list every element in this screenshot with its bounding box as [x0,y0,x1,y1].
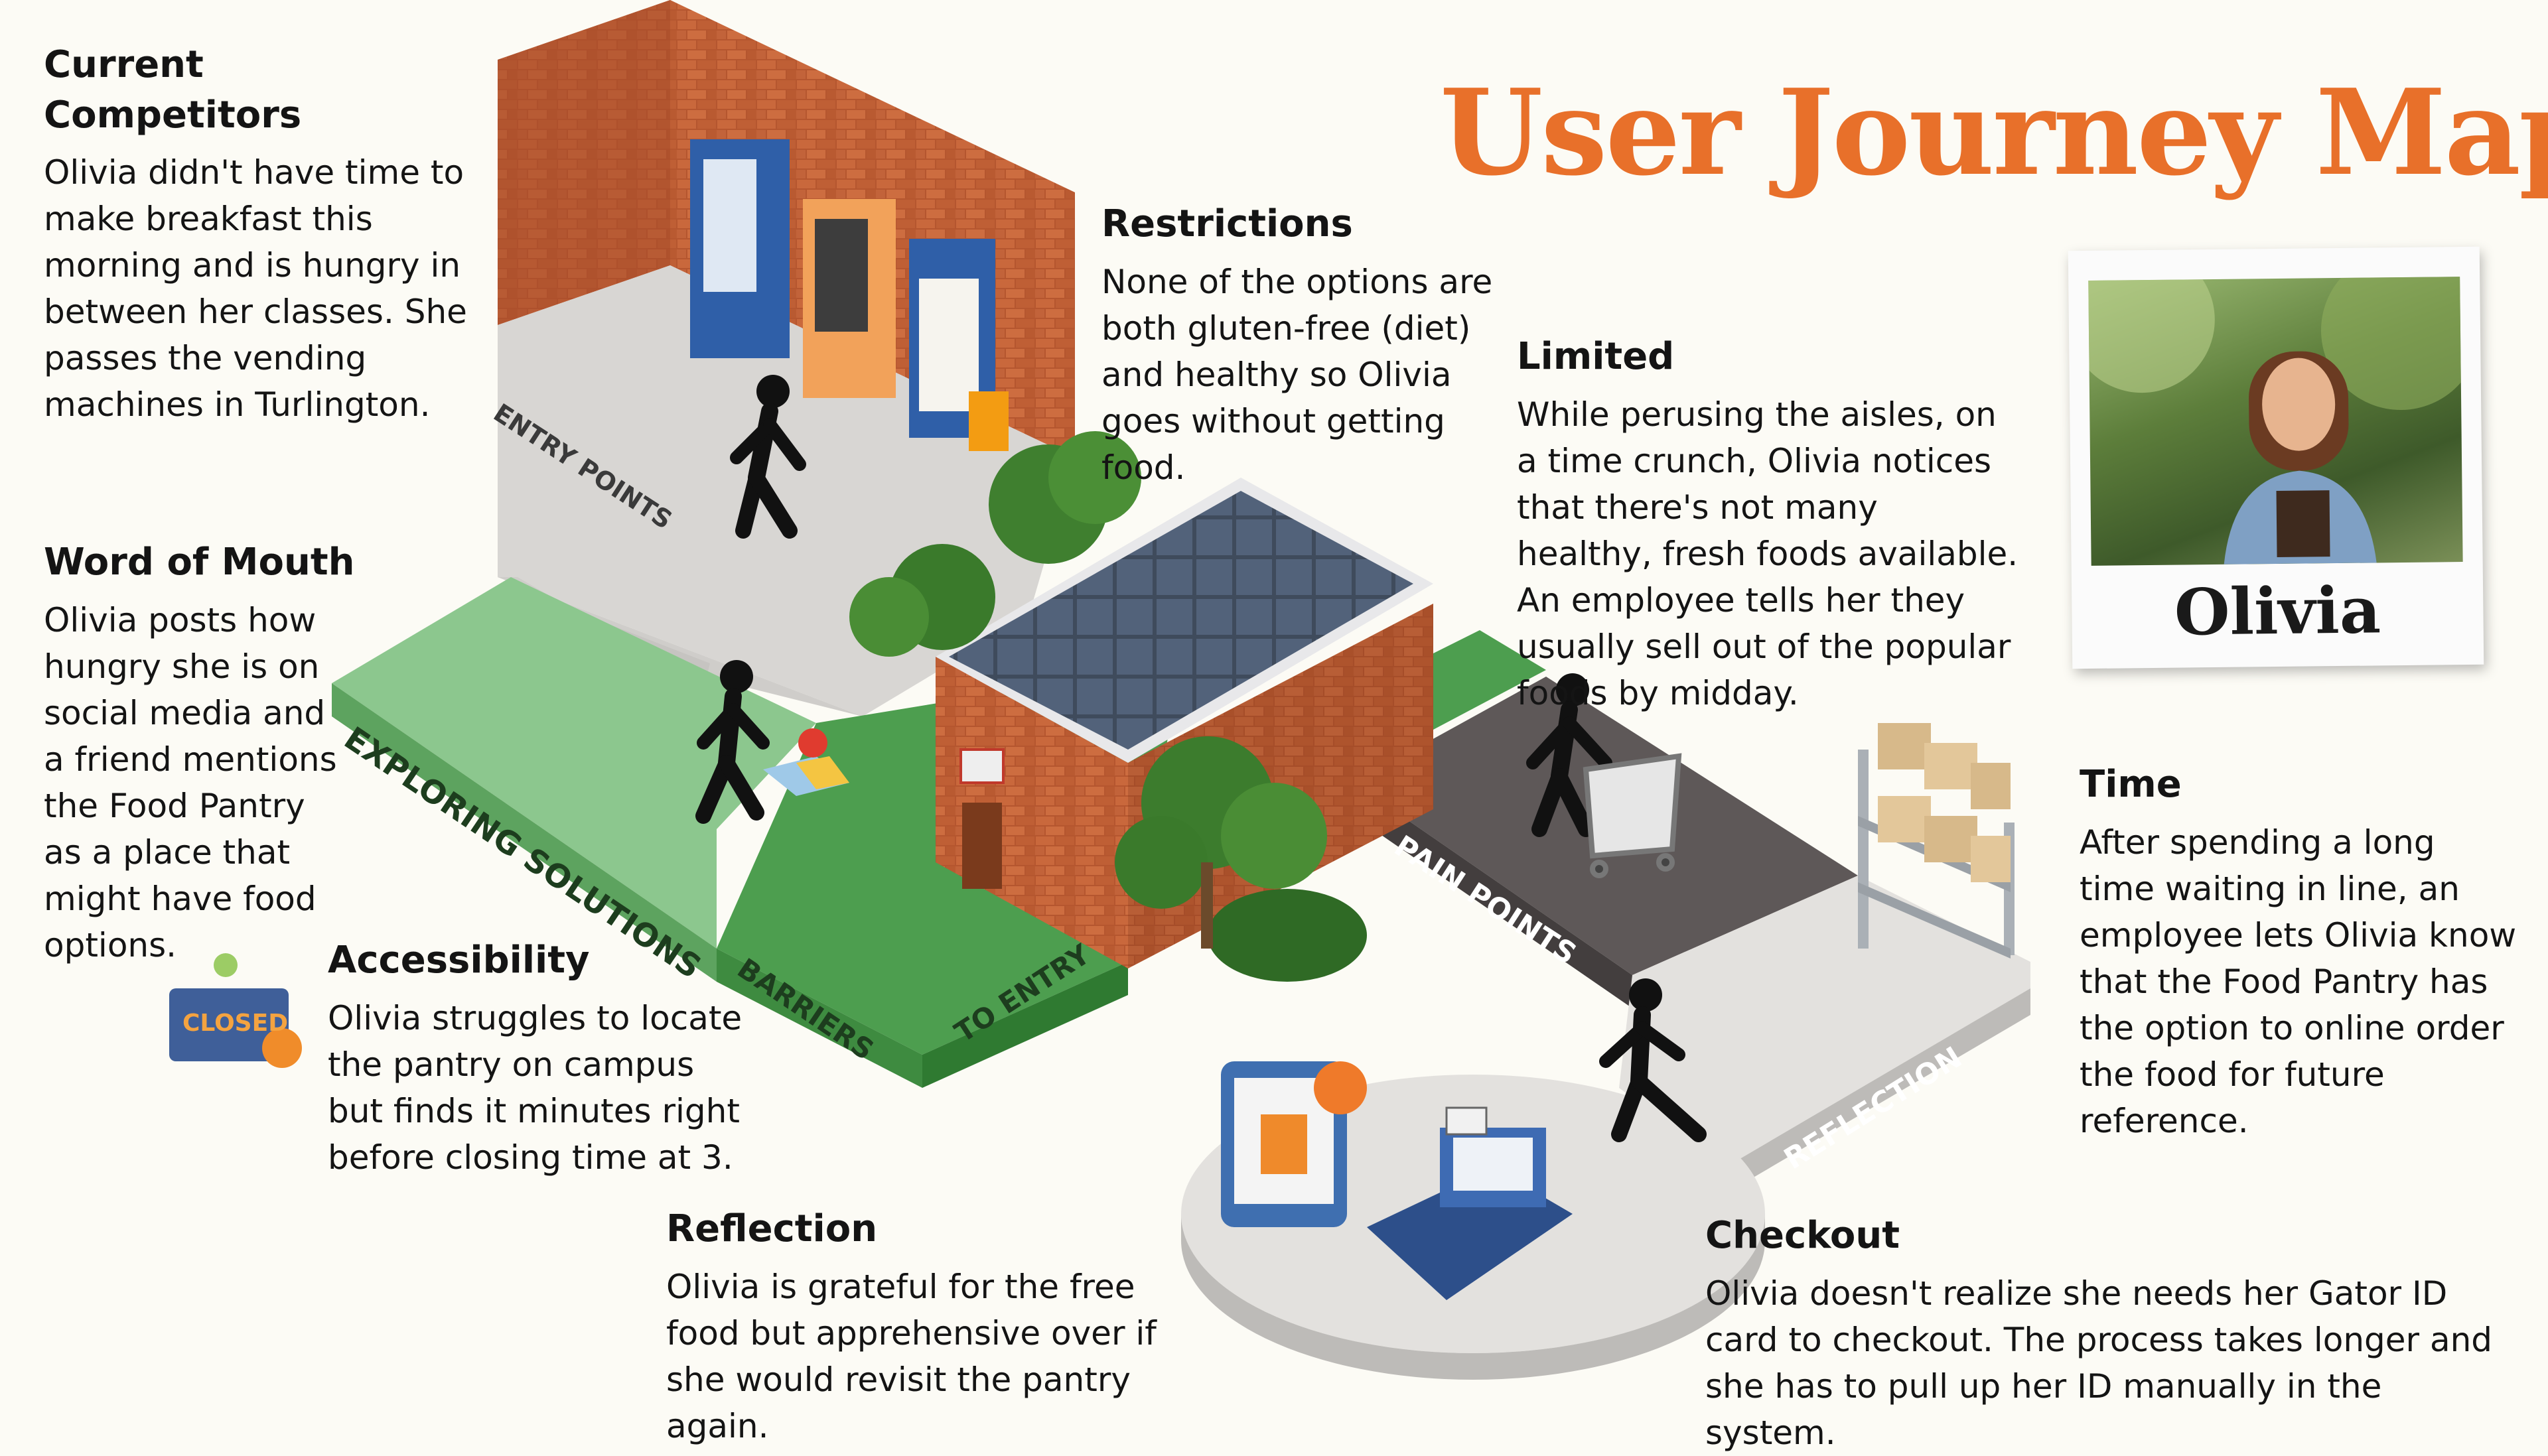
closed-sign-icon [169,953,302,1068]
block-checkout: Checkout Olivia doesn't realize she need… [1705,1211,2521,1456]
lane-exploring-solutions [332,577,816,982]
walking-figures [695,375,1707,1142]
block-heading: Current Competitors [44,43,302,137]
shopping-cart-icon [1583,753,1682,878]
block-body: After spending a long time waiting in li… [2080,823,2517,1140]
block-heading: Accessibility [328,939,590,982]
persona-card: Olivia [2068,246,2484,669]
block-heading: Word of Mouth [44,541,355,584]
persona-photo [2088,277,2463,566]
block-restrictions: Restrictions None of the options are bot… [1101,199,1520,491]
trees [849,431,1367,982]
block-body: While perusing the aisles, on a time cru… [1517,395,2018,712]
block-reflection: Reflection Olivia is grateful for the fr… [666,1204,1210,1449]
block-heading: Reflection [666,1207,878,1250]
block-word-of-mouth: Word of Mouth Olivia posts how hungry sh… [44,537,354,968]
block-heading: Restrictions [1101,202,1353,245]
block-body: None of the options are both gluten-free… [1101,262,1493,487]
block-limited: Limited While perusing the aisles, on a … [1517,332,2021,716]
block-heading: Limited [1517,335,1675,378]
vending-machines [690,139,1009,451]
cash-register-icon [1367,1106,1573,1300]
block-body: Olivia doesn't realize she needs her Gat… [1705,1274,2493,1452]
tablet-icon [1221,1061,1367,1227]
block-body: Olivia is grateful for the free food but… [666,1267,1157,1445]
storage-shelf [1858,723,2015,959]
block-heading: Time [2080,763,2182,806]
page-title: User Journey Map [1440,63,2548,202]
block-body: Olivia didn't have time to make breakfas… [44,153,467,425]
lane-entry-points [498,577,863,716]
map-pin-icon [763,728,849,796]
closed-sign-label: CLOSED [182,1010,289,1037]
block-current-competitors: Current Competitors Olivia didn't have t… [44,40,468,428]
block-body: Olivia struggles to locate the pantry on… [328,998,743,1177]
block-accessibility: Accessibility Olivia struggles to locate… [328,935,759,1181]
block-time: Time After spending a long time waiting … [2080,760,2517,1144]
block-heading: Checkout [1705,1214,1900,1257]
persona-name: Olivia [2174,572,2381,650]
block-body: Olivia posts how hungry she is on social… [44,600,337,964]
